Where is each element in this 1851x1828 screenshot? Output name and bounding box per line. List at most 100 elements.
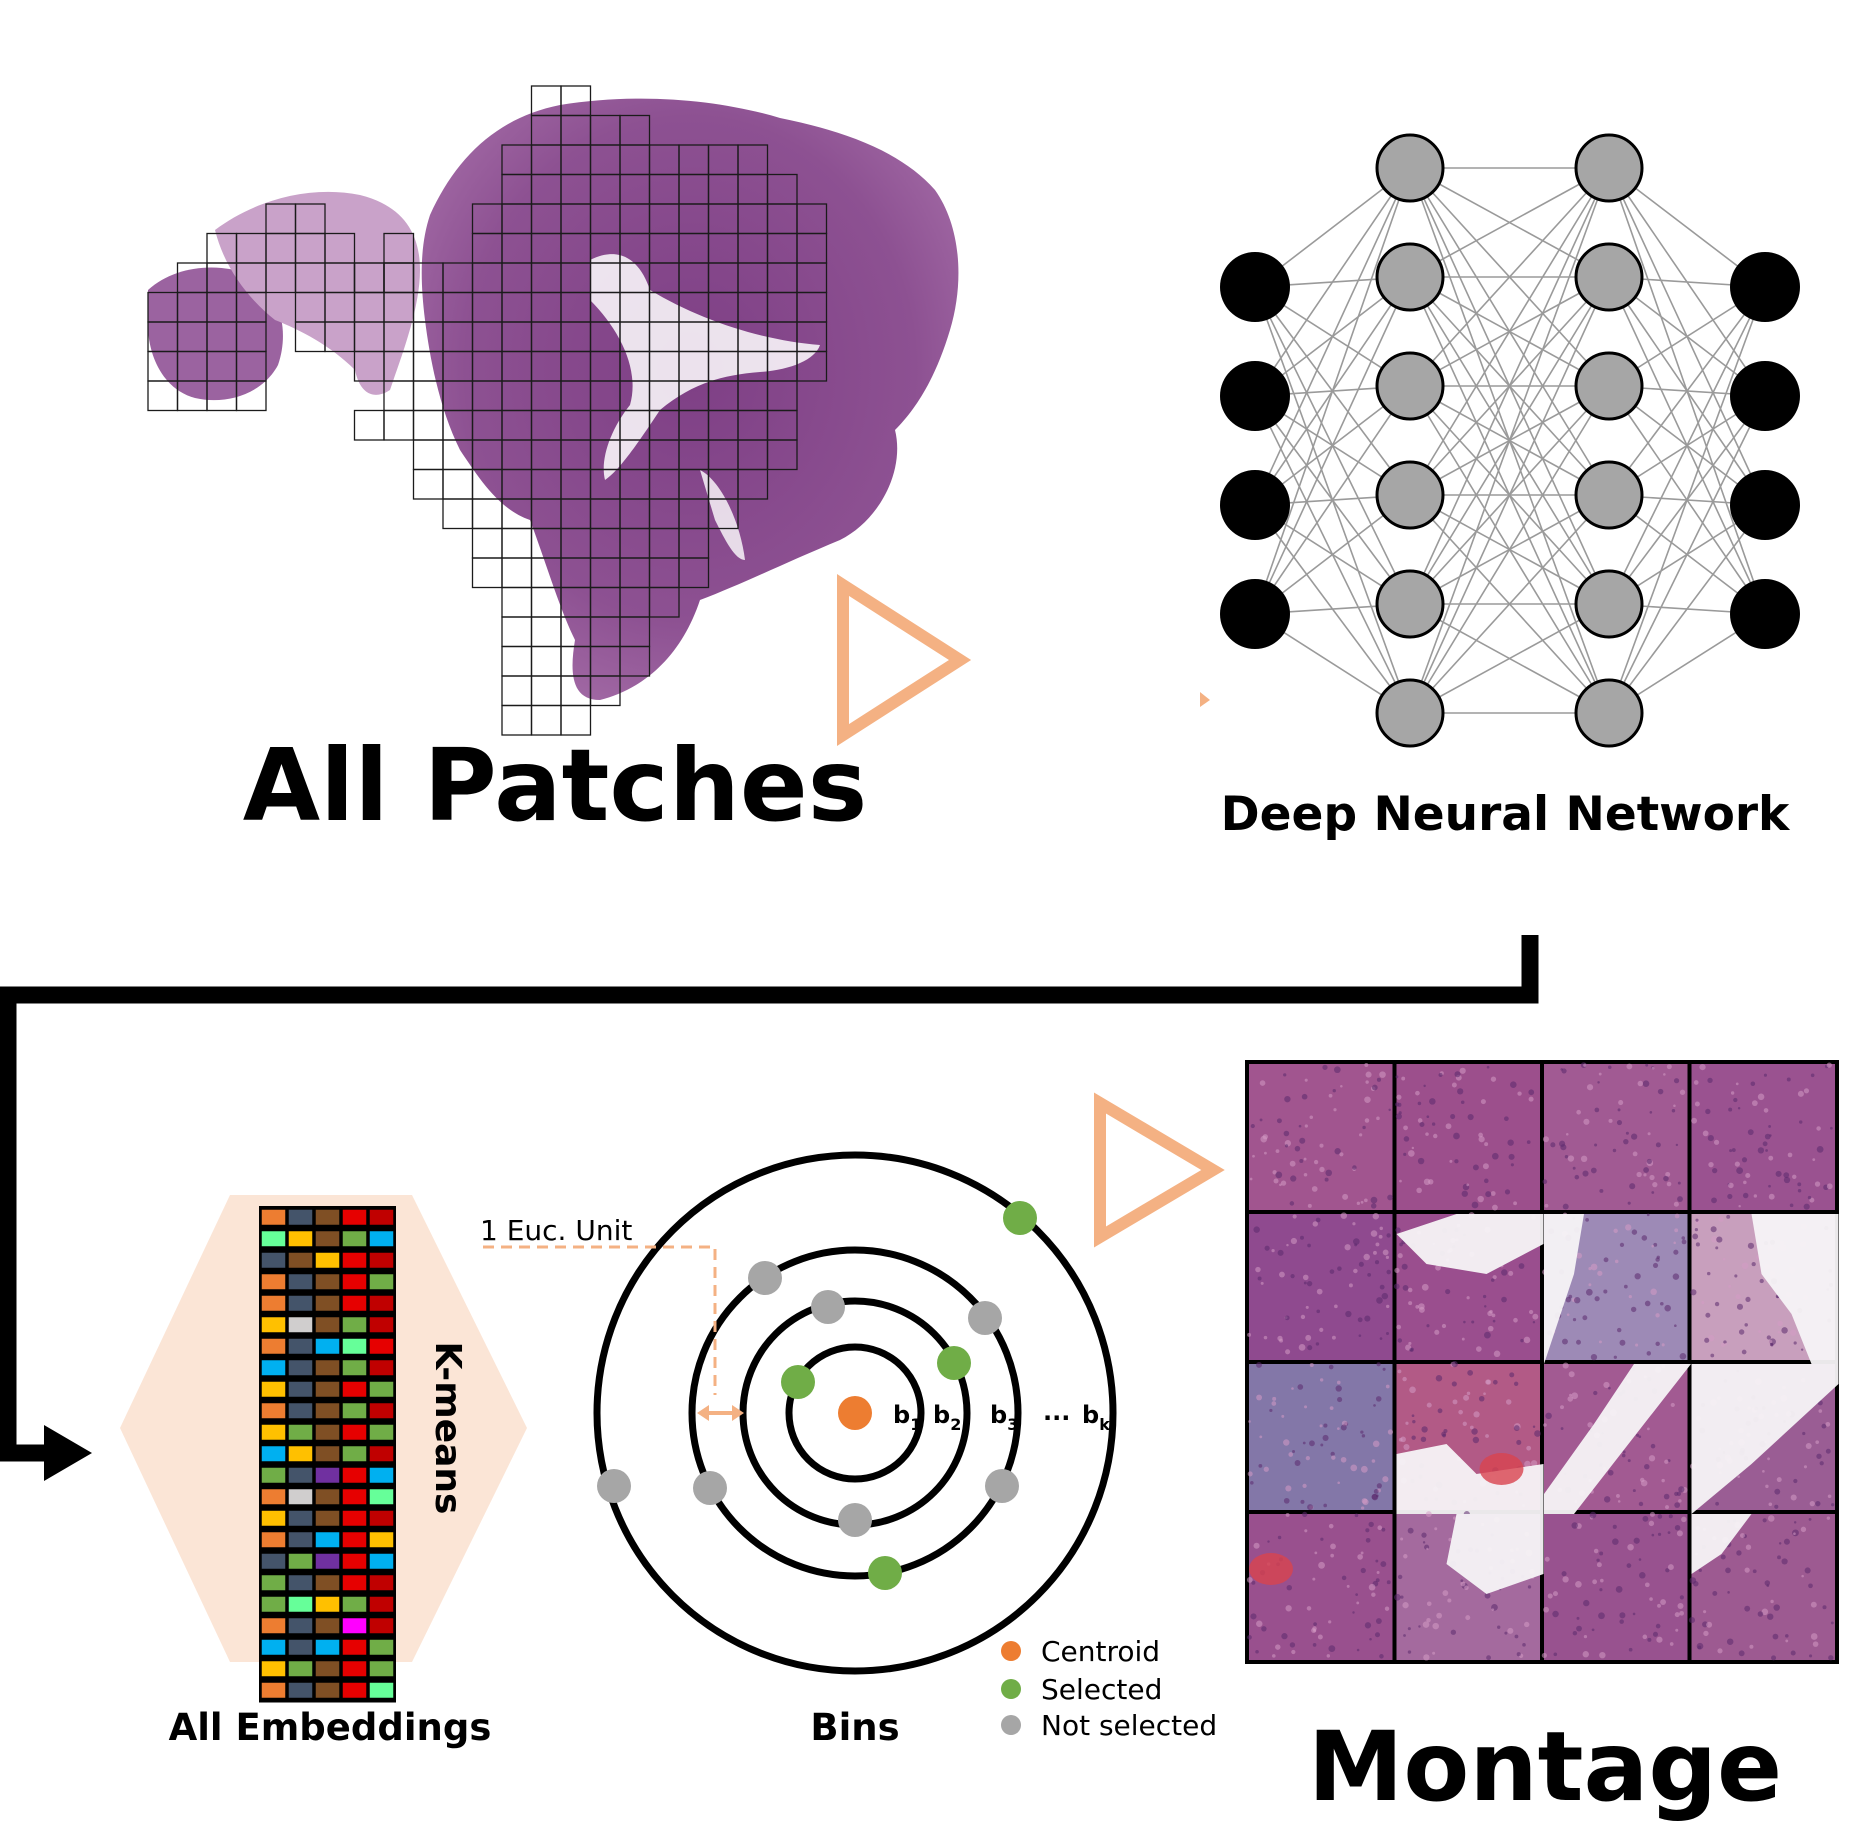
montage-texture bbox=[1361, 1434, 1366, 1438]
montage-texture bbox=[1445, 1123, 1452, 1130]
network-hidden-node bbox=[1375, 242, 1445, 312]
selected-point bbox=[937, 1346, 971, 1380]
montage-texture bbox=[1382, 1476, 1389, 1483]
montage-texture bbox=[1328, 1645, 1336, 1652]
montage-texture bbox=[1364, 1096, 1371, 1103]
montage-texture bbox=[1830, 1126, 1833, 1130]
montage-texture bbox=[1432, 1651, 1436, 1655]
montage-texture bbox=[1485, 1379, 1491, 1385]
embedding-cell bbox=[368, 1573, 395, 1592]
montage-texture bbox=[1423, 1178, 1431, 1186]
montage-texture bbox=[1490, 1278, 1495, 1282]
montage-texture bbox=[1800, 1348, 1804, 1351]
montage-texture bbox=[1603, 1496, 1611, 1503]
connector-arrowhead bbox=[44, 1425, 92, 1481]
montage-texture bbox=[1492, 1275, 1497, 1280]
montage-texture bbox=[1484, 1305, 1487, 1308]
montage-texture bbox=[1764, 1133, 1771, 1140]
montage-texture bbox=[1411, 1146, 1415, 1150]
montage-texture bbox=[1467, 1113, 1474, 1121]
montage-texture bbox=[1387, 1194, 1393, 1201]
montage-texture bbox=[1690, 1289, 1697, 1296]
montage-texture bbox=[1706, 1271, 1711, 1276]
montage-tile-gap bbox=[1544, 1364, 1691, 1514]
network-edge bbox=[1409, 167, 1610, 278]
montage-texture bbox=[1454, 1071, 1461, 1078]
montage-texture bbox=[1320, 1537, 1324, 1541]
montage-texture bbox=[1403, 1634, 1406, 1637]
montage-texture bbox=[1767, 1515, 1775, 1522]
montage-texture bbox=[1674, 1502, 1681, 1508]
montage-texture bbox=[1727, 1193, 1733, 1200]
montage-texture bbox=[1718, 1216, 1724, 1222]
montage-texture bbox=[1491, 1608, 1495, 1611]
montage-texture bbox=[1492, 1204, 1498, 1211]
montage-texture bbox=[1565, 1132, 1569, 1136]
legend-label-selected: Selected bbox=[1041, 1673, 1162, 1706]
montage-texture bbox=[1830, 1621, 1834, 1625]
montage-texture bbox=[1816, 1126, 1821, 1131]
embedding-cell bbox=[287, 1208, 314, 1227]
montage-texture bbox=[1289, 1160, 1296, 1167]
embedding-cell bbox=[260, 1573, 287, 1592]
network-hidden-node bbox=[1375, 678, 1445, 748]
montage-texture bbox=[1543, 1423, 1547, 1427]
montage-texture bbox=[1767, 1457, 1770, 1461]
montage-texture bbox=[1395, 1075, 1399, 1079]
montage-texture bbox=[1375, 1578, 1380, 1583]
montage-texture bbox=[1707, 1334, 1715, 1342]
embedding-cell bbox=[287, 1638, 314, 1657]
montage-texture bbox=[1616, 1493, 1620, 1498]
montage-tile bbox=[1690, 1214, 1839, 1364]
network-edge bbox=[1608, 286, 1766, 605]
montage-texture bbox=[1831, 1503, 1835, 1507]
montage-texture bbox=[1264, 1245, 1270, 1251]
montage-texture bbox=[1561, 1571, 1567, 1577]
montage-tile-gap bbox=[1691, 1514, 1752, 1574]
montage-texture bbox=[1384, 1606, 1390, 1611]
embedding-cell bbox=[314, 1530, 341, 1549]
arrow-tick-small bbox=[1200, 692, 1210, 707]
montage-texture bbox=[1460, 1581, 1466, 1587]
montage-texture bbox=[1369, 1638, 1372, 1641]
montage-texture bbox=[1364, 1315, 1371, 1322]
montage-texture bbox=[1419, 1122, 1425, 1127]
montage-texture bbox=[1656, 1636, 1663, 1643]
patch-cell bbox=[766, 439, 798, 471]
montage-texture bbox=[1250, 1613, 1257, 1620]
montage-texture bbox=[1741, 1262, 1749, 1270]
montage-texture bbox=[1300, 1499, 1305, 1504]
montage-texture bbox=[1643, 1167, 1649, 1173]
network-edge bbox=[1254, 385, 1411, 615]
montage-texture bbox=[1808, 1517, 1812, 1521]
montage-texture bbox=[1328, 1093, 1333, 1098]
montage-texture bbox=[1356, 1601, 1360, 1605]
montage-texture bbox=[1312, 1221, 1319, 1227]
montage-texture bbox=[1668, 1514, 1673, 1519]
montage-texture bbox=[1403, 1152, 1407, 1156]
patch-cell bbox=[501, 645, 533, 677]
network-edges bbox=[1254, 167, 1766, 714]
montage-texture bbox=[1735, 1293, 1741, 1300]
embedding-cell bbox=[368, 1444, 395, 1463]
montage-texture bbox=[1426, 1601, 1432, 1607]
montage-texture bbox=[1770, 1599, 1774, 1604]
montage-texture bbox=[1407, 1287, 1413, 1293]
montage-texture bbox=[1778, 1542, 1782, 1545]
selected-point bbox=[868, 1556, 902, 1590]
network-hidden-node bbox=[1574, 460, 1644, 530]
montage-texture bbox=[1724, 1342, 1728, 1346]
montage-texture bbox=[1283, 1130, 1290, 1137]
montage-texture bbox=[1345, 1310, 1352, 1318]
embedding-cell bbox=[341, 1294, 368, 1313]
montage-texture bbox=[1360, 1567, 1366, 1574]
montage-texture bbox=[1768, 1125, 1771, 1128]
montage-texture bbox=[1649, 1511, 1655, 1517]
montage-tile bbox=[1543, 1362, 1691, 1514]
montage-texture bbox=[1738, 1650, 1745, 1657]
montage-texture bbox=[1354, 1513, 1359, 1518]
montage-texture bbox=[1742, 1192, 1749, 1199]
montage-tile bbox=[1542, 1062, 1688, 1210]
montage-texture bbox=[1786, 1077, 1791, 1082]
